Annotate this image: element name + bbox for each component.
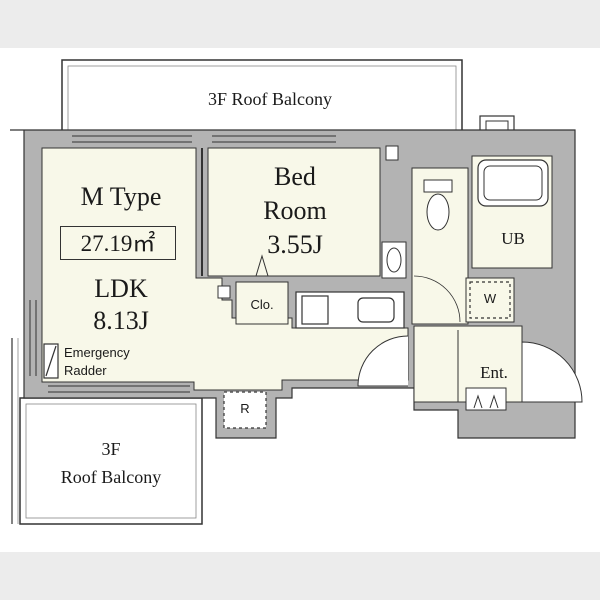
- label-bed-line1: Bed: [274, 162, 316, 191]
- roof-balcony-left: [19, 397, 203, 525]
- closet-floor: [235, 281, 289, 325]
- bathtub: [477, 159, 549, 207]
- label-refrigerator: R: [240, 401, 250, 416]
- label-bed-size: 3.55J: [267, 230, 323, 259]
- washbasin-bowl: [386, 247, 402, 273]
- stove: [301, 295, 329, 325]
- label-roof-balcony-left-line2: Roof Balcony: [60, 467, 162, 487]
- bedroom-door-swing: [255, 254, 269, 277]
- label-washer: W: [483, 291, 497, 306]
- label-unit-type: M Type: [80, 182, 162, 211]
- sink: [357, 297, 395, 323]
- ldk-door-swing: [357, 335, 409, 387]
- roof-balcony-left-inner: [25, 403, 197, 519]
- label-bed-line2: Room: [263, 196, 327, 225]
- bottom-margin-band: [0, 552, 600, 600]
- pipe-space-2: [217, 285, 231, 299]
- pipe-space-1: [385, 145, 399, 161]
- label-roof-balcony-top: 3F Roof Balcony: [208, 89, 332, 109]
- shoe-box-detail: [473, 394, 499, 409]
- label-closet: Clo.: [250, 297, 274, 312]
- shoe-box: [465, 387, 507, 411]
- toilet-tank: [423, 179, 453, 193]
- toilet-door-swing: [413, 275, 461, 323]
- refrigerator-box: [223, 391, 267, 429]
- label-ldk: LDK: [94, 274, 148, 303]
- label-ldk-size: 8.13J: [93, 306, 149, 335]
- toilet-bowl: [426, 193, 450, 231]
- label-entrance: Ent.: [480, 363, 508, 382]
- label-emergency-line1: Emergency: [64, 345, 130, 360]
- emergency-ladder-slash: [45, 345, 57, 377]
- bathtub-inner: [483, 165, 543, 201]
- bedroom-floor: [207, 147, 381, 277]
- label-area: 27.19㎡: [60, 226, 176, 260]
- entrance-door-swing: [521, 341, 583, 403]
- ldk-floor: [41, 147, 409, 391]
- label-bath: UB: [501, 229, 525, 248]
- label-roof-balcony-left-line1: 3F: [101, 439, 121, 459]
- washer-box: [469, 281, 511, 319]
- washbasin: [381, 241, 407, 279]
- washer-floor: [465, 277, 515, 323]
- top-margin-band: [0, 0, 600, 48]
- label-emergency-line2: Radder: [64, 363, 107, 378]
